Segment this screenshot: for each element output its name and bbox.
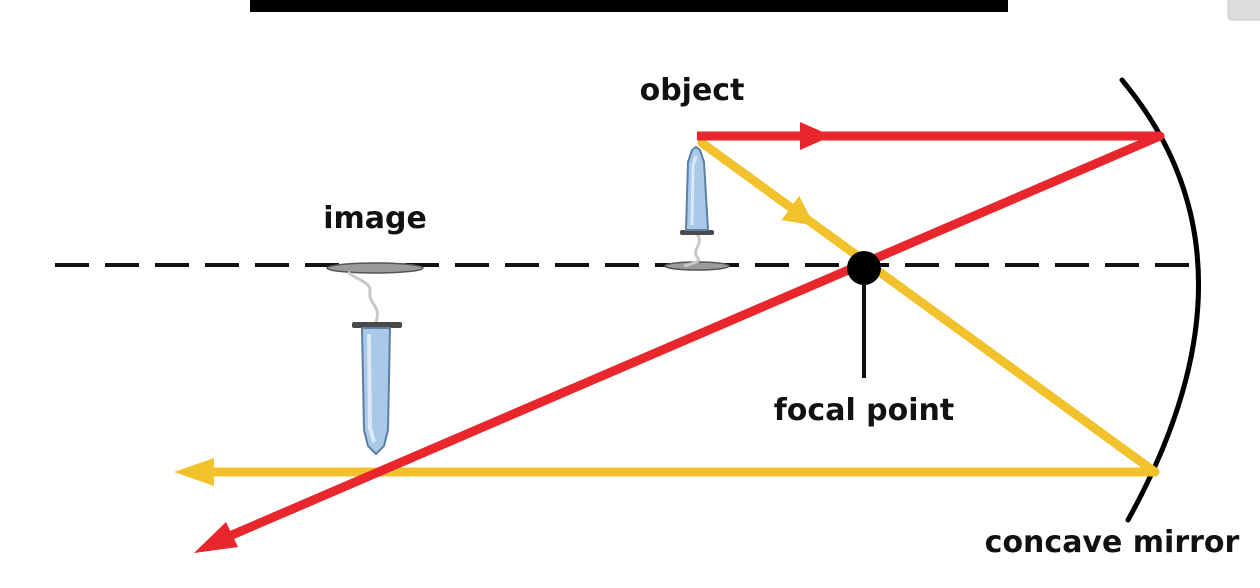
image-tube-body bbox=[360, 327, 392, 456]
yellow-ray-incident bbox=[697, 138, 1160, 477]
image-stem bbox=[346, 270, 379, 323]
image-test-tube bbox=[326, 262, 424, 456]
object-test-tube bbox=[664, 145, 730, 271]
object-tube-rim bbox=[680, 230, 714, 235]
yellow-ray-arrowhead-left bbox=[174, 458, 214, 486]
label-concave-mirror: concave mirror bbox=[985, 525, 1240, 560]
image-shadow bbox=[326, 262, 424, 274]
concave-mirror bbox=[1119, 77, 1201, 523]
object-tube-body bbox=[684, 145, 710, 231]
top-black-bar bbox=[250, 0, 1008, 12]
focal-point-dot bbox=[847, 251, 881, 285]
red-ray-arrowhead-left bbox=[194, 522, 238, 553]
corner-button[interactable] bbox=[1227, 0, 1260, 21]
label-image: image bbox=[323, 201, 427, 236]
label-focal-point: focal point bbox=[774, 393, 954, 428]
red-ray-reflected bbox=[220, 131, 1165, 543]
yellow-ray-arrow-forward bbox=[781, 195, 815, 226]
object-stem bbox=[683, 233, 701, 268]
label-object: object bbox=[640, 73, 745, 108]
red-ray-arrow-forward bbox=[800, 122, 832, 150]
image-tube-rim bbox=[352, 322, 402, 328]
